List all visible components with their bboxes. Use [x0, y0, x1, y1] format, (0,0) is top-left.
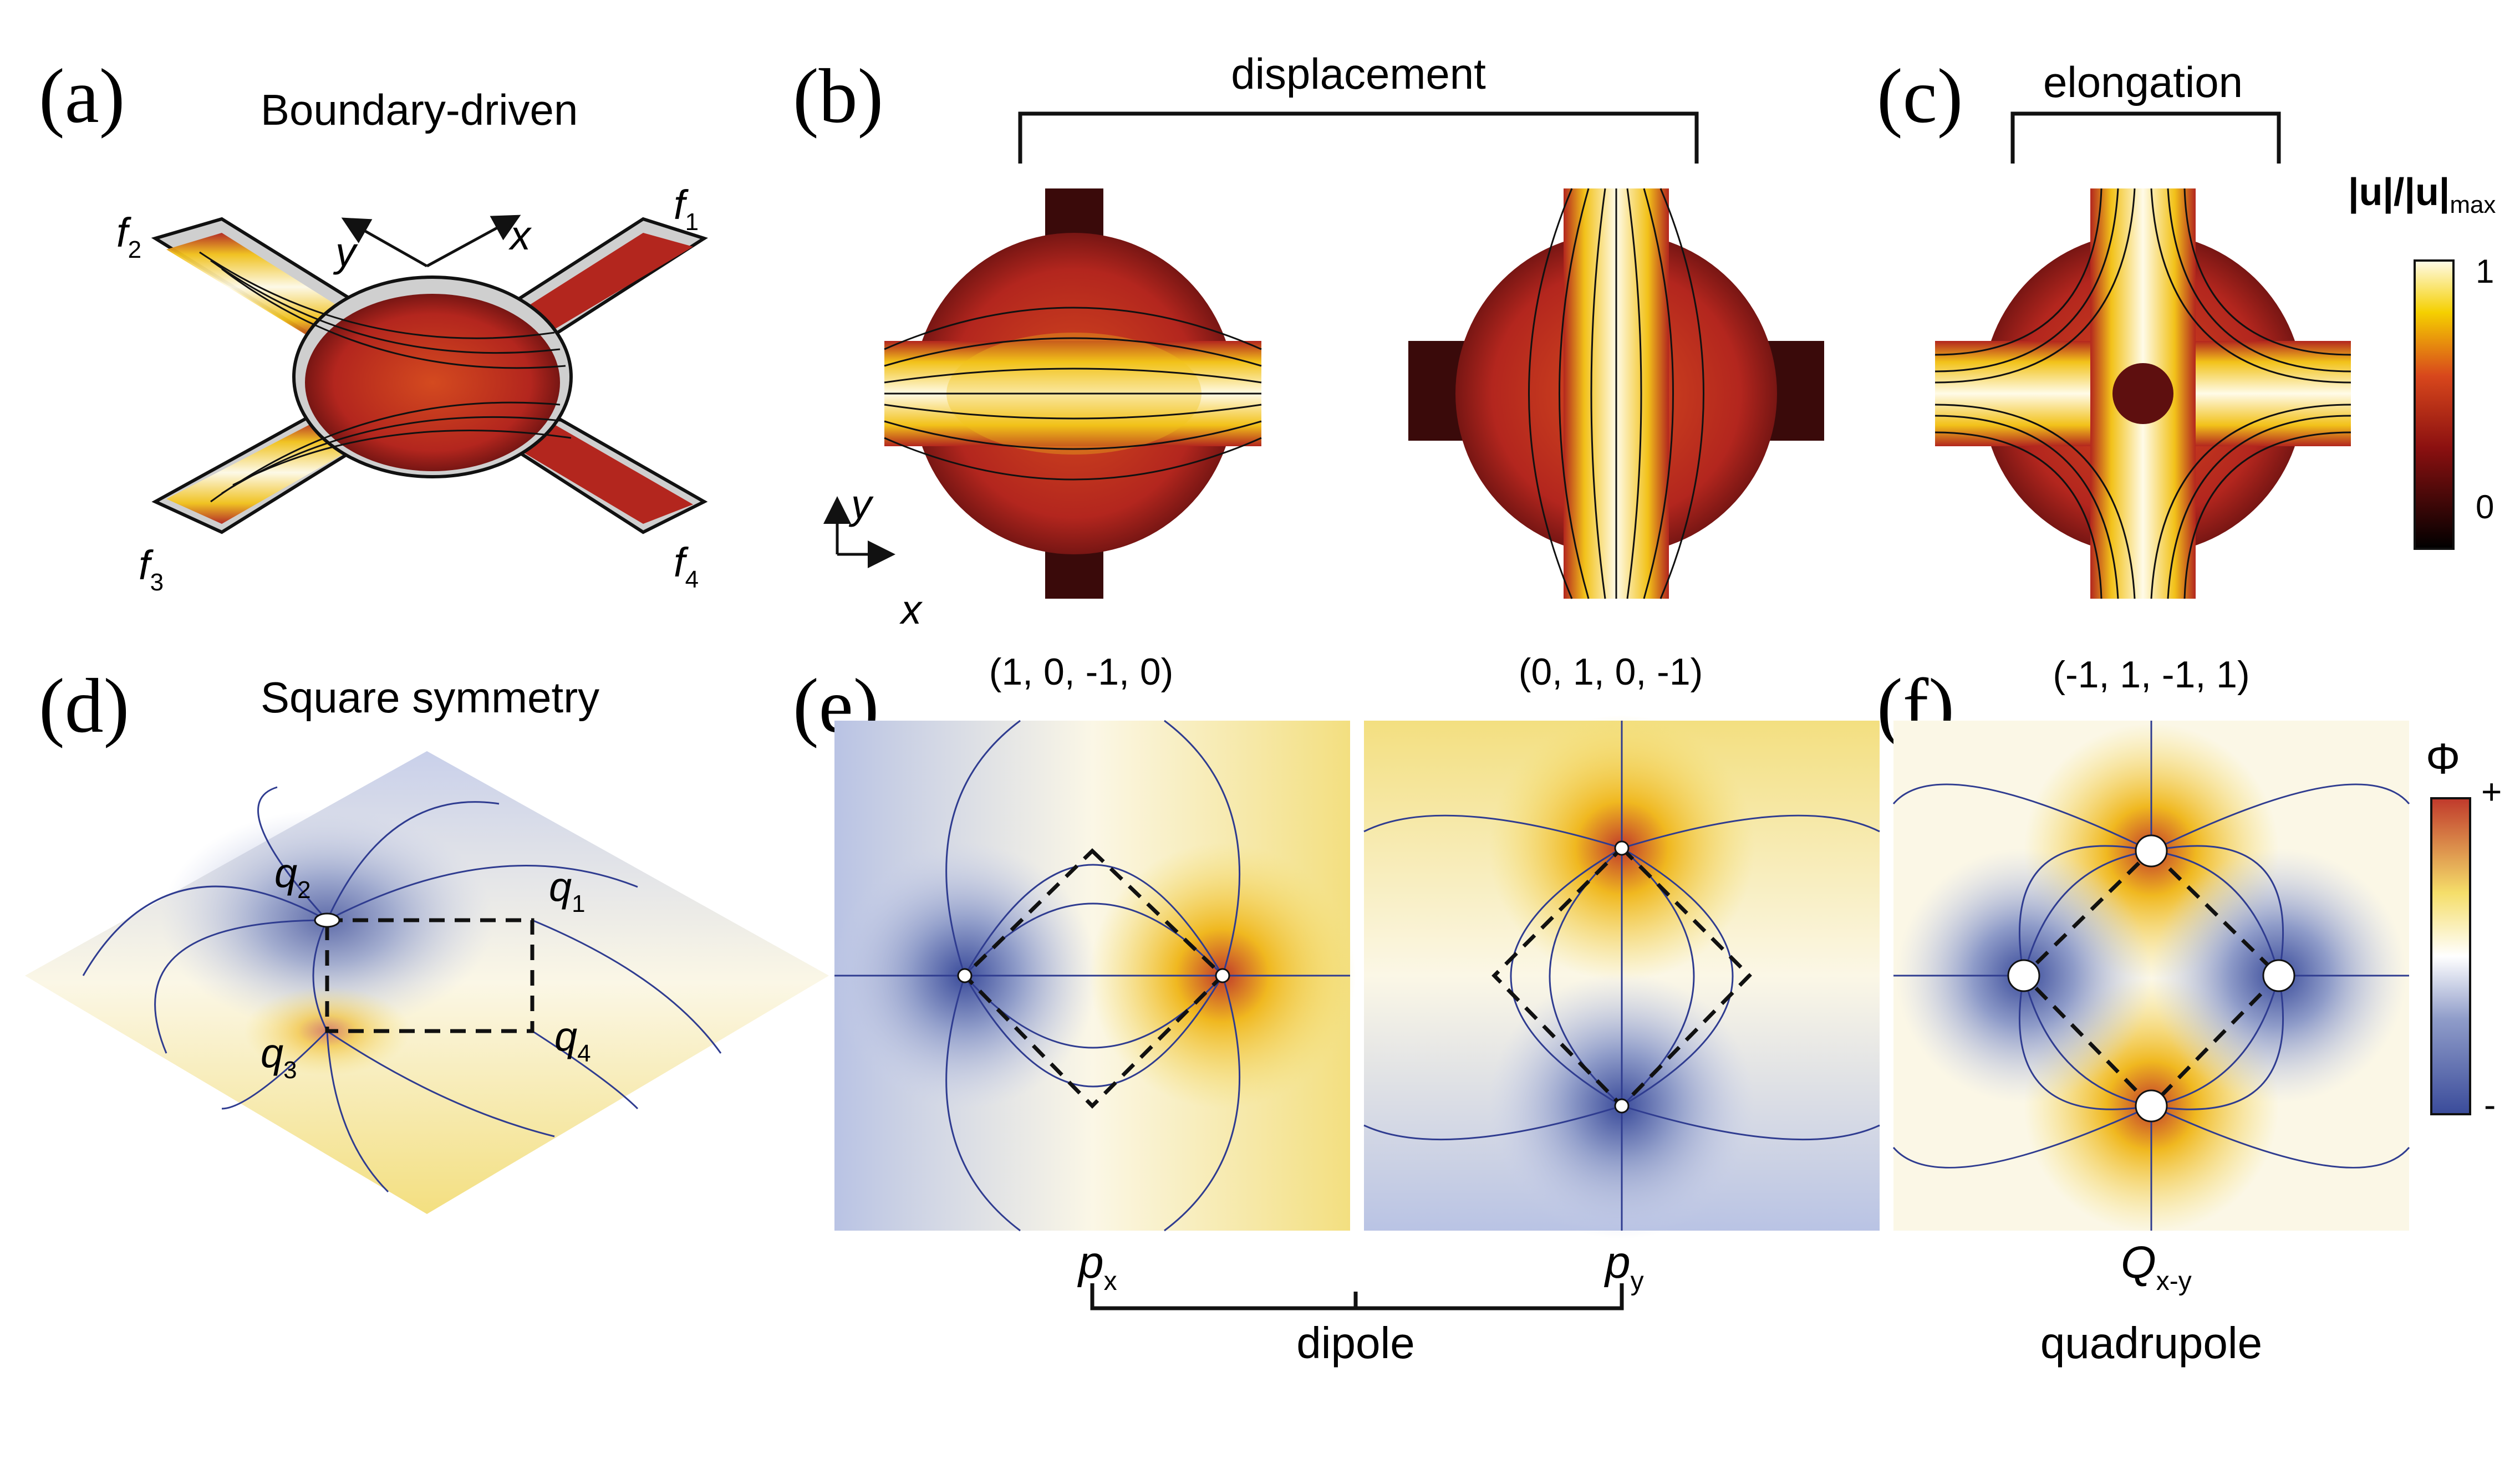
- colorbar-u: |u|/|u|max 1 0: [2348, 170, 2496, 550]
- mode-q-sub: x-y: [2156, 1267, 2192, 1296]
- colorbar-phi-minus: -: [2484, 1085, 2496, 1125]
- svg-text:q1: q1: [549, 864, 586, 917]
- square-outline-d: [325, 918, 534, 1033]
- panel-a-label: (a): [39, 53, 125, 139]
- panel-b-label: (b): [793, 53, 883, 139]
- axes-a: x y: [333, 212, 532, 275]
- panel-e: (e) (1, 0, -1, 0) (0, 1, 0, -1): [793, 651, 1880, 1368]
- cross-channel-3d: [151, 217, 708, 534]
- colorbar-u-title: |u|/|u|: [2348, 170, 2450, 214]
- charge-3-sub: 3: [283, 1057, 297, 1084]
- charge-3: q: [261, 1030, 283, 1076]
- displacement-y-map: [1408, 188, 1824, 599]
- panel-d-title: Square symmetry: [261, 673, 599, 722]
- colorbar-u-tick-1: 1: [2476, 253, 2494, 290]
- mode-px: p: [1077, 1237, 1104, 1288]
- field-lines-d: [82, 786, 722, 1193]
- svg-text:q2: q2: [274, 850, 311, 904]
- colorbar-phi: Φ + -: [2426, 734, 2502, 1125]
- mode-labels-e: px py dipole: [1077, 1237, 1644, 1368]
- panel-b: (b) displacement: [793, 49, 1824, 633]
- axes-b: y x: [823, 481, 923, 633]
- panel-d: (d) Square symmetry q1 q2 q3 q4: [25, 663, 829, 1214]
- displacement-x-map: [884, 188, 1262, 599]
- axis-x-a: x: [508, 212, 532, 258]
- force-3-sub: 3: [150, 569, 164, 596]
- svg-text:f2: f2: [116, 210, 141, 263]
- forces: f1 f2 f3 f4: [116, 182, 699, 596]
- svg-text:q3: q3: [261, 1030, 297, 1084]
- svg-text:f4: f4: [674, 539, 699, 593]
- vector-left: (1, 0, -1, 0): [989, 651, 1174, 693]
- axis-y-b: y: [848, 481, 874, 527]
- group-quadrupole: quadrupole: [2040, 1318, 2262, 1368]
- svg-text:Qx-y: Qx-y: [2121, 1237, 2192, 1296]
- panel-c-bracket: elongation: [2043, 58, 2243, 106]
- colorbar-phi-title: Φ: [2426, 734, 2460, 783]
- svg-text:py: py: [1603, 1237, 1644, 1296]
- dipole-px-map: [832, 720, 1356, 1232]
- elongation-map: [1934, 188, 2351, 599]
- svg-text:px: px: [1077, 1237, 1117, 1296]
- square-outline-px: [962, 848, 1226, 1109]
- charge-4-sub: 4: [577, 1040, 590, 1067]
- charges: q1 q2 q3 q4: [261, 850, 591, 1084]
- mode-py-sub: y: [1631, 1267, 1644, 1296]
- colorbar-u-tick-0: 0: [2476, 488, 2494, 526]
- charge-1: q: [549, 864, 572, 910]
- charge-4: q: [554, 1013, 577, 1059]
- force-4-sub: 4: [685, 566, 699, 593]
- mode-q: Q: [2121, 1237, 2156, 1288]
- quadrupole-map: [1892, 721, 2410, 1233]
- panel-a-title: Boundary-driven: [261, 85, 578, 134]
- panel-b-bracket: displacement: [1231, 49, 1486, 98]
- charge-2: q: [274, 850, 297, 896]
- force-2-sub: 2: [128, 236, 141, 263]
- panel-d-label: (d): [39, 663, 129, 749]
- dipole-py-map: [1363, 715, 1880, 1239]
- axis-x-b: x: [899, 586, 923, 633]
- svg-text:|u|/|u|max: |u|/|u|max: [2348, 170, 2496, 218]
- panel-c: (c) elongation: [1877, 53, 2496, 599]
- charge-1-sub: 1: [572, 890, 585, 917]
- force-1-sub: 1: [685, 208, 699, 236]
- colorbar-phi-plus: +: [2481, 772, 2502, 812]
- panel-a: (a) Boundary-driven: [39, 53, 708, 596]
- mode-py: p: [1603, 1237, 1631, 1288]
- vector-f: (-1, 1, -1, 1): [2053, 654, 2249, 696]
- group-dipole: dipole: [1296, 1318, 1415, 1368]
- panel-c-label: (c): [1877, 53, 1963, 139]
- colorbar-u-title-sub: max: [2450, 191, 2496, 218]
- axis-y-a: y: [333, 229, 358, 275]
- panel-f: (f) (-1, 1, -1, 1): [1877, 654, 2502, 1368]
- mode-px-sub: x: [1104, 1267, 1117, 1296]
- charge-2-sub: 2: [297, 876, 310, 904]
- svg-text:f3: f3: [139, 542, 164, 596]
- svg-text:f1: f1: [674, 182, 699, 236]
- svg-text:q4: q4: [554, 1013, 591, 1067]
- vector-right: (0, 1, 0, -1): [1519, 651, 1703, 693]
